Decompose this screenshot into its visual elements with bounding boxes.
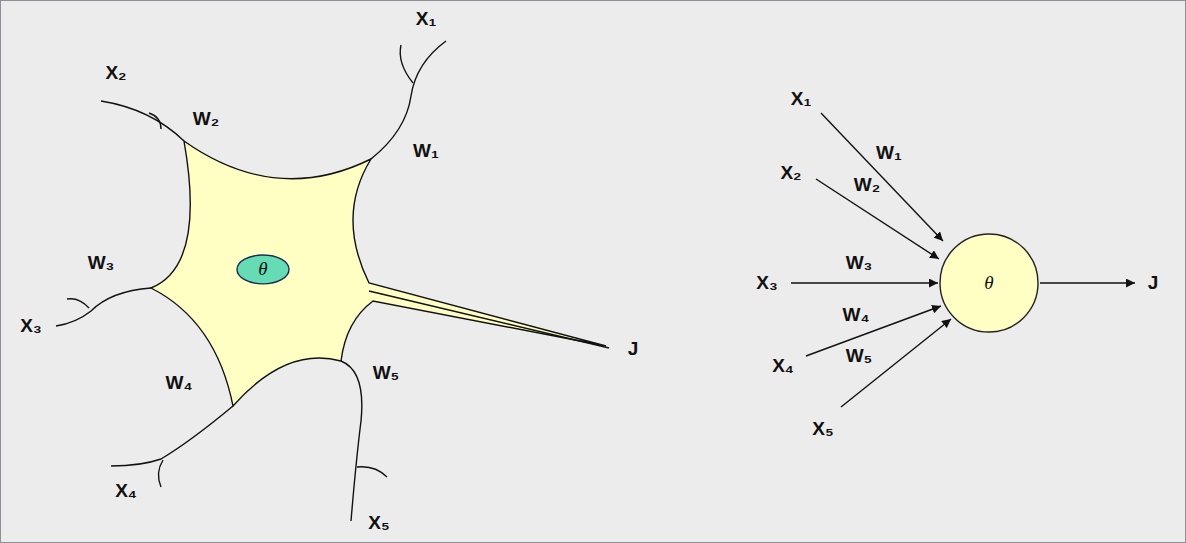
input-label: X₁ <box>791 89 812 110</box>
node-symbol: θ <box>258 259 267 280</box>
weight-label: W₁ <box>876 143 902 164</box>
input-label: X₁ <box>416 9 437 30</box>
output-label: J <box>1148 273 1159 294</box>
dendrite-twig <box>357 467 387 477</box>
dendrite-twig <box>149 113 161 129</box>
weight-label: W₂ <box>854 175 880 196</box>
weight-label: W₁ <box>413 141 439 162</box>
weight-label: W₃ <box>88 253 115 274</box>
weight-label: W₂ <box>193 109 219 130</box>
dendrite-twig <box>67 299 89 308</box>
nucleus-ellipse: θ <box>236 254 290 285</box>
node-symbol: θ <box>984 273 993 294</box>
input-arrow <box>791 282 938 283</box>
dendrite <box>341 361 362 521</box>
weight-label: W₄ <box>166 373 193 394</box>
dendrite-twig <box>158 460 163 487</box>
weight-label: W₅ <box>373 363 400 384</box>
weight-label: W₅ <box>846 346 873 367</box>
input-label: X₃ <box>756 273 777 294</box>
input-label: X₃ <box>20 316 41 337</box>
nucleus-ellipse-fill <box>237 255 289 284</box>
input-label: X₄ <box>772 356 794 377</box>
output-label: J <box>628 339 639 360</box>
dendrite-twig <box>400 45 413 83</box>
dendrite <box>56 288 151 326</box>
input-label: X₂ <box>780 163 801 184</box>
weight-label: W₄ <box>843 305 870 326</box>
input-label: X₂ <box>105 63 126 84</box>
axon-line <box>369 291 609 348</box>
cell-body <box>151 141 606 406</box>
input-label: X₅ <box>368 513 389 534</box>
input-label: X₄ <box>115 481 137 502</box>
input-arrow <box>806 306 941 356</box>
weight-label: W₃ <box>846 253 873 274</box>
neuron-circle: θ <box>939 233 1039 333</box>
dendrite <box>111 406 233 466</box>
input-arrow <box>841 319 951 407</box>
neuron-circle-fill <box>940 234 1038 332</box>
output-arrow <box>1040 282 1135 283</box>
dendrite <box>101 101 184 141</box>
input-label: X₅ <box>812 419 833 440</box>
